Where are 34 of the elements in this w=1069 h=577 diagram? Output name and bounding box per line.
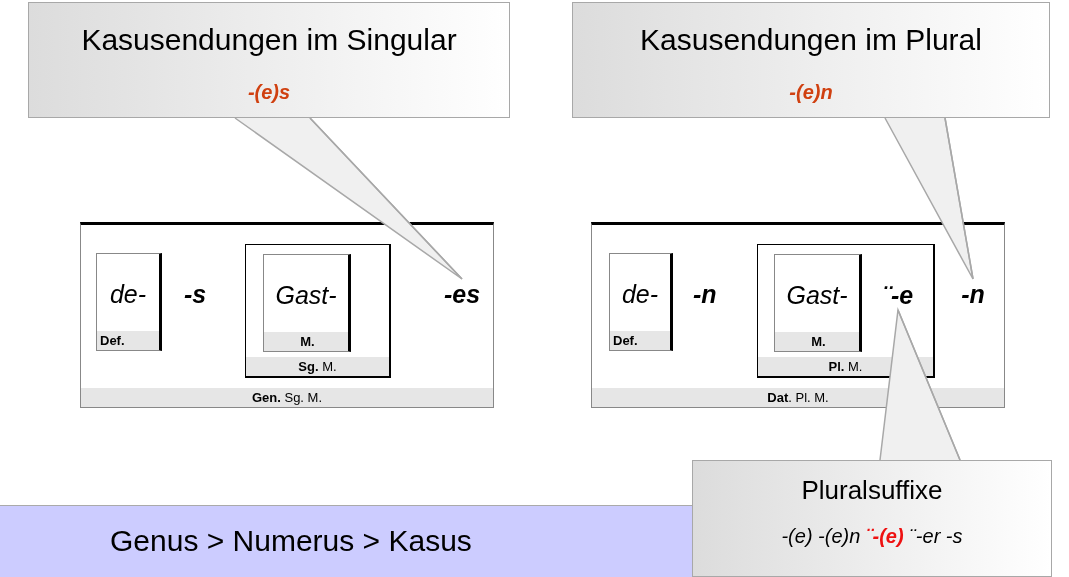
suffix-text: -(e)n <box>788 81 834 104</box>
morpheme-text: de- <box>620 280 660 309</box>
ending-text: ¨-e <box>878 280 918 310</box>
callout-box <box>572 2 1050 118</box>
gloss-label: M. <box>264 332 348 351</box>
gloss-label: M. <box>775 332 859 351</box>
morpheme-text: de- <box>108 280 148 309</box>
gloss-label: Def. <box>610 331 670 350</box>
suffix-text: -(e)s <box>246 81 292 104</box>
morpheme-box <box>263 254 351 352</box>
morpheme-text: Gast- <box>785 281 849 310</box>
ending-text: -es <box>437 279 487 309</box>
morpheme-text: Gast- <box>274 281 338 310</box>
gloss-label: Gen. Sg. M. <box>81 388 493 407</box>
case-frame <box>591 222 1005 408</box>
callout-box <box>28 2 510 118</box>
callout-heading: Kasusendungen im Plural <box>639 23 983 57</box>
callout-heading: Kasusendungen im Singular <box>80 23 458 57</box>
morpheme-box <box>774 254 862 352</box>
hierarchy-text: Genus > Numerus > Kasus <box>110 524 472 558</box>
ending-text: -n <box>693 279 717 309</box>
callout-box <box>692 460 1052 577</box>
suffix-text: -(e) -(e)n ¨-(e) ¨-er -s <box>780 525 964 548</box>
case-frame <box>80 222 494 408</box>
callout-heading: Pluralsuffixe <box>800 475 944 506</box>
stem-frame <box>245 244 391 378</box>
morpheme-box <box>96 253 162 351</box>
gloss-label: Sg. M. <box>246 357 389 376</box>
gloss-label: Def. <box>97 331 159 350</box>
hierarchy-band <box>0 505 692 577</box>
ending-text: -n <box>956 279 990 309</box>
ending-text: -s <box>184 279 207 309</box>
stem-frame <box>757 244 935 378</box>
morpheme-box <box>609 253 673 351</box>
